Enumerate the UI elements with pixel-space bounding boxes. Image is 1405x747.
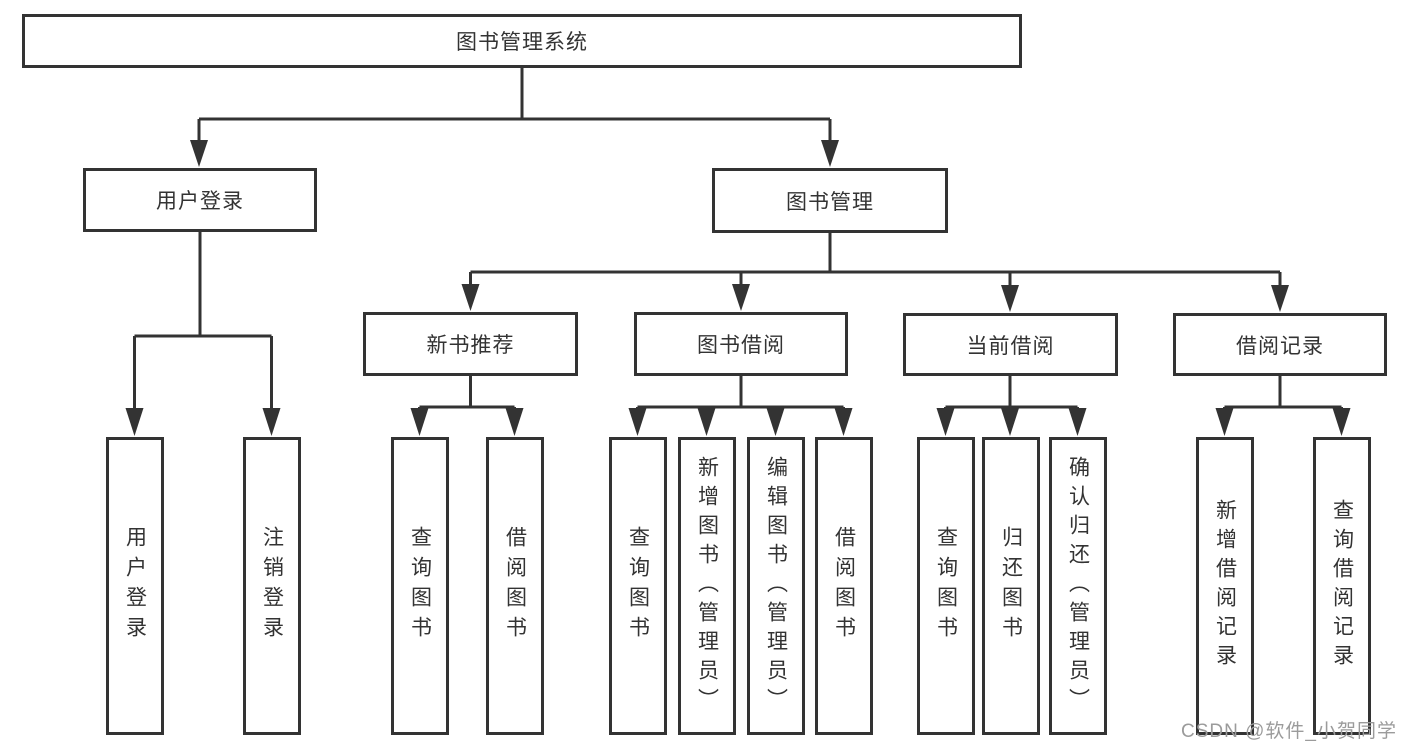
- leaf-record-add: 新增借阅记录: [1196, 437, 1254, 735]
- leaf-current-query: 查询图书: [917, 437, 975, 735]
- node-current-borrow-label: 当前借阅: [966, 334, 1055, 358]
- leaf-borrow-add-admin-label: 新增图书（管理员）: [695, 455, 719, 717]
- node-user-login: 用户登录: [83, 168, 317, 232]
- leaf-record-add-label: 新增借阅记录: [1213, 499, 1237, 673]
- node-current-borrow: 当前借阅: [903, 313, 1118, 376]
- node-book-mgmt: 图书管理: [712, 168, 948, 233]
- leaf-newbook-borrow: 借阅图书: [486, 437, 544, 735]
- watermark: CSDN @软件_小贺同学: [1181, 721, 1397, 742]
- connector-user-login-children: [133, 232, 273, 412]
- leaf-current-confirm-admin: 确认归还（管理员）: [1049, 437, 1107, 735]
- leaf-record-query: 查询借阅记录: [1313, 437, 1371, 735]
- leaf-current-confirm-admin-label: 确认归还（管理员）: [1066, 455, 1090, 717]
- leaf-logout: 注销登录: [243, 437, 301, 735]
- leaf-current-query-label: 查询图书: [934, 526, 958, 646]
- leaf-current-return: 归还图书: [982, 437, 1040, 735]
- leaf-logout-label: 注销登录: [260, 526, 284, 646]
- connector-root-to-level2: [197, 68, 832, 144]
- connector-borrow-record-children: [1223, 376, 1343, 414]
- connector-book-borrow-children: [636, 376, 845, 414]
- leaf-borrow-query-label: 查询图书: [626, 526, 650, 646]
- leaf-newbook-query: 查询图书: [391, 437, 449, 735]
- node-book-mgmt-label: 图书管理: [786, 190, 874, 214]
- leaf-user-login-label: 用户登录: [123, 526, 147, 646]
- node-root-label: 图书管理系统: [456, 31, 588, 54]
- node-borrow-record: 借阅记录: [1173, 313, 1387, 376]
- node-user-login-label: 用户登录: [156, 190, 244, 213]
- leaf-borrow-book: 借阅图书: [815, 437, 873, 735]
- leaf-user-login: 用户登录: [106, 437, 164, 735]
- leaf-borrow-edit-admin: 编辑图书（管理员）: [747, 437, 805, 735]
- node-book-borrow: 图书借阅: [634, 312, 848, 376]
- node-borrow-record-label: 借阅记录: [1236, 334, 1324, 358]
- node-new-book-label: 新书推荐: [426, 334, 515, 357]
- node-root: 图书管理系统: [22, 14, 1022, 68]
- connector-new-book-children: [418, 376, 516, 414]
- leaf-borrow-query: 查询图书: [609, 437, 667, 735]
- leaf-newbook-query-label: 查询图书: [408, 526, 432, 646]
- leaf-borrow-add-admin: 新增图书（管理员）: [678, 437, 736, 735]
- leaf-newbook-borrow-label: 借阅图书: [503, 526, 527, 646]
- leaf-borrow-edit-admin-label: 编辑图书（管理员）: [764, 455, 788, 717]
- leaf-borrow-book-label: 借阅图书: [832, 526, 856, 646]
- node-new-book: 新书推荐: [363, 312, 578, 376]
- leaf-record-query-label: 查询借阅记录: [1330, 499, 1354, 673]
- node-book-borrow-label: 图书借阅: [697, 334, 785, 357]
- leaf-current-return-label: 归还图书: [999, 526, 1023, 646]
- arrowheads: [125, 140, 1351, 436]
- connector-book-mgmt-children: [469, 233, 1282, 288]
